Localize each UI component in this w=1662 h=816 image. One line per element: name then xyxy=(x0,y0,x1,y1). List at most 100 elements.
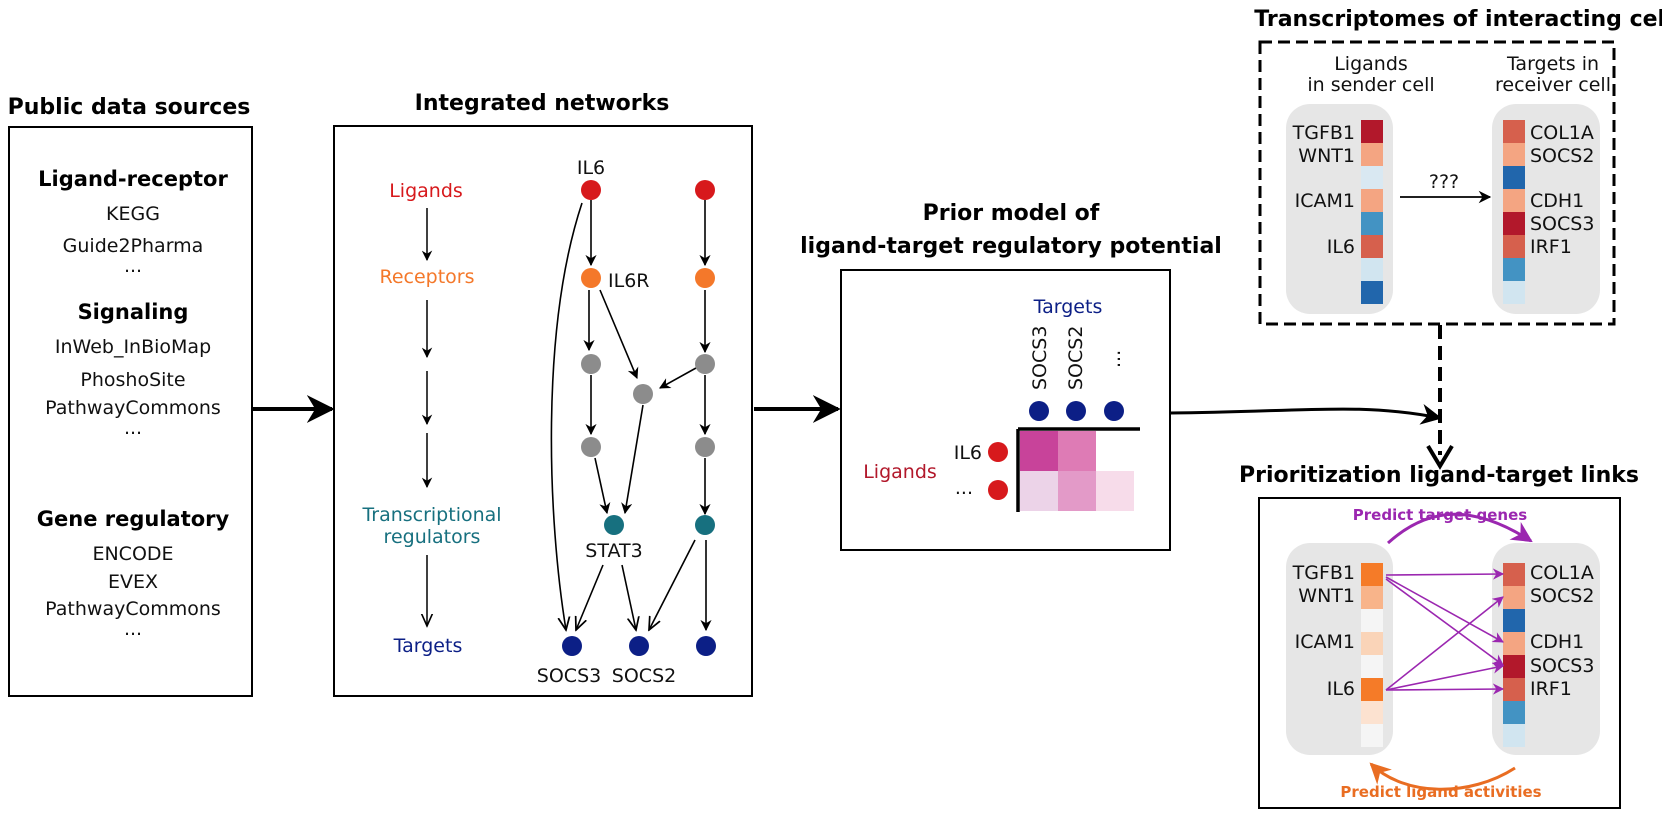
panel-title: ligand-target regulatory potential xyxy=(800,234,1222,259)
signaling-node xyxy=(695,437,715,457)
source-ellipsis: ... xyxy=(124,255,142,277)
source-item: InWeb_InBioMap xyxy=(55,336,211,358)
expression-cell xyxy=(1361,586,1383,609)
predict-ligands-arrow xyxy=(1369,762,1516,791)
expression-cell xyxy=(1361,655,1383,678)
receptor-node xyxy=(695,268,715,288)
expression-cell xyxy=(1503,609,1525,632)
ligand-node xyxy=(988,442,1008,462)
link xyxy=(1385,578,1504,666)
signaling-node xyxy=(633,384,653,404)
matrix-cell xyxy=(1058,431,1096,471)
source-item: PathwayCommons xyxy=(45,598,221,620)
expression-cell xyxy=(1503,655,1525,678)
ligand-gene-label: IL6 xyxy=(1327,678,1355,700)
target-gene-label: COL1A xyxy=(1530,562,1594,584)
ligand-gene-label: IL6 xyxy=(1327,236,1355,258)
row-label: IL6 xyxy=(954,442,982,464)
expression-cell xyxy=(1361,724,1383,747)
signaling-heading: Signaling xyxy=(78,300,189,324)
expression-cell xyxy=(1503,258,1525,281)
transcriptomes-panel: Transcriptomes of interacting cells Liga… xyxy=(1254,7,1662,326)
tf-node xyxy=(695,515,715,535)
expression-cell xyxy=(1503,235,1525,258)
expression-cell xyxy=(1503,724,1525,747)
transcriptomes-box xyxy=(1258,40,1616,326)
level-label-tf: Transcriptional xyxy=(361,504,501,526)
panel-title: Integrated networks xyxy=(415,91,670,116)
source-item: EVEX xyxy=(108,571,158,593)
level-label-ligands: Ligands xyxy=(389,180,463,202)
expression-cell xyxy=(1503,701,1525,724)
receiver-expression-column xyxy=(1503,563,1525,747)
public-data-sources-panel: Public data sources Ligand-receptor KEGG… xyxy=(8,95,253,697)
link xyxy=(1385,662,1505,691)
edge xyxy=(594,457,611,515)
matrix-cell xyxy=(1096,471,1134,511)
signaling-node xyxy=(581,354,601,374)
expression-cell xyxy=(1503,563,1525,586)
source-item: Guide2Pharma xyxy=(63,235,204,257)
expression-cell xyxy=(1361,189,1383,212)
expression-cell xyxy=(1503,632,1525,655)
ligand-receptor-heading: Ligand-receptor xyxy=(38,167,228,191)
ligand-node xyxy=(695,180,715,200)
level-label-receptors: Receptors xyxy=(379,266,474,288)
edge xyxy=(550,202,583,630)
matrix-cell xyxy=(1096,431,1134,471)
dashed-flow-arrowhead xyxy=(1426,444,1454,470)
targets-label: Targets xyxy=(1033,296,1103,318)
predict-ligands-label: Predict ligand activities xyxy=(1340,783,1541,801)
tf-node-stat3 xyxy=(604,515,624,535)
source-item: KEGG xyxy=(106,203,160,225)
node-label: SOCS3 xyxy=(537,665,601,687)
expression-cell xyxy=(1361,258,1383,281)
link xyxy=(1385,683,1505,695)
predict-targets-arrow xyxy=(1386,512,1533,545)
ligand-gene-label: ICAM1 xyxy=(1295,631,1355,653)
target-node xyxy=(1104,401,1124,421)
ligand-gene-label: TGFB1 xyxy=(1292,562,1355,584)
expression-cell xyxy=(1503,120,1525,143)
prioritization-panel: Prioritization ligand-target links Predi… xyxy=(1239,463,1639,809)
target-node-socs3 xyxy=(562,636,582,656)
node-label: SOCS2 xyxy=(612,665,676,687)
sender-header: Ligands xyxy=(1334,53,1408,75)
sender-activity-column xyxy=(1361,563,1383,747)
panel-title: Prioritization ligand-target links xyxy=(1239,463,1639,488)
target-node-socs2 xyxy=(629,636,649,656)
expression-cell xyxy=(1361,678,1383,701)
target-gene-label: CDH1 xyxy=(1530,631,1584,653)
regulatory-potential-matrix xyxy=(1020,431,1134,511)
gene-regulatory-heading: Gene regulatory xyxy=(37,507,230,531)
sources-box xyxy=(8,126,253,697)
network-edges xyxy=(550,200,712,630)
prioritization-box xyxy=(1258,497,1621,809)
expression-cell xyxy=(1503,143,1525,166)
matrix-cell xyxy=(1020,431,1058,471)
edge xyxy=(649,539,696,630)
level-label-tf: regulators xyxy=(384,526,481,548)
source-item: PhoshoSite xyxy=(80,369,185,391)
expression-cell xyxy=(1361,143,1383,166)
column-label: ... xyxy=(1103,350,1125,368)
node-label: IL6 xyxy=(577,157,605,179)
level-label-targets: Targets xyxy=(393,635,463,657)
panel-title: Prior model of xyxy=(923,201,1100,226)
target-gene-label: SOCS3 xyxy=(1530,213,1594,235)
predict-targets-label: Predict target genes xyxy=(1353,506,1527,524)
expression-cell xyxy=(1503,166,1525,189)
ligand-gene-label: TGFB1 xyxy=(1292,122,1355,144)
integrated-networks-panel: Integrated networks Ligands Receptors Tr… xyxy=(333,91,753,697)
edge xyxy=(576,564,604,630)
target-node xyxy=(1029,401,1049,421)
target-node xyxy=(696,636,716,656)
ligand-gene-label: WNT1 xyxy=(1298,145,1355,167)
link xyxy=(1385,576,1504,643)
panel-title: Public data sources xyxy=(8,95,251,120)
node-label: STAT3 xyxy=(585,540,642,562)
sender-expression-column xyxy=(1361,120,1383,304)
prior-model-box xyxy=(840,269,1171,551)
receptor-node-il6r xyxy=(581,268,601,288)
expression-cell xyxy=(1361,235,1383,258)
